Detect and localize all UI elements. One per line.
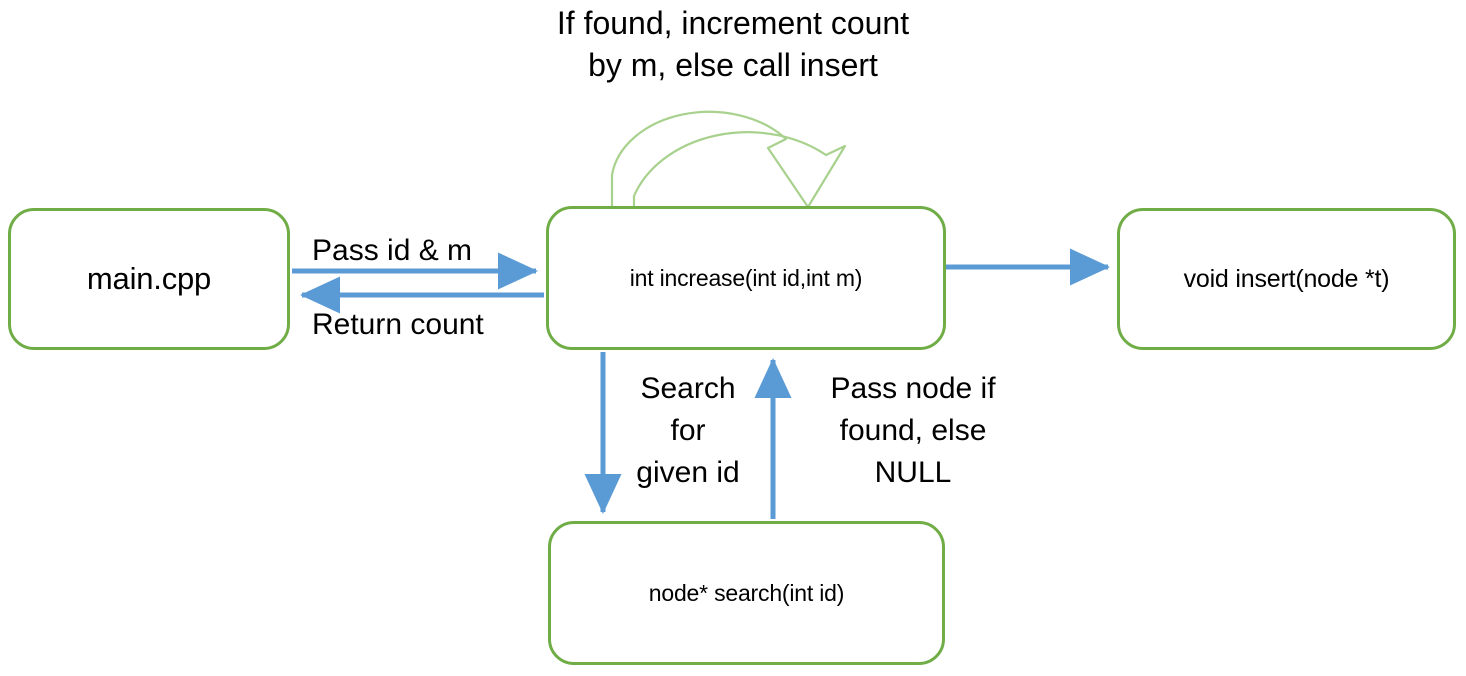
edge-label-pass-id-and-m: Pass id & m xyxy=(312,234,473,267)
node-node-search[interactable]: node* search(int id) xyxy=(548,521,945,665)
node-void-insert-label: void insert(node *t) xyxy=(1183,264,1390,293)
node-int-increase[interactable]: int increase(int id,int m) xyxy=(546,206,946,350)
node-node-search-label: node* search(int id) xyxy=(648,579,845,606)
self-loop-annotation: If found, increment count by m, else cal… xyxy=(556,5,910,83)
node-int-increase-label: int increase(int id,int m) xyxy=(629,264,863,291)
node-void-insert[interactable]: void insert(node *t) xyxy=(1117,208,1456,350)
edge-label-search-for-given-id: Search for given id xyxy=(636,372,740,489)
node-main-cpp-label: main.cpp xyxy=(86,261,212,297)
edge-label-pass-node-if-found: Pass node if found, else NULL xyxy=(830,372,996,489)
node-main-cpp[interactable]: main.cpp xyxy=(8,208,290,350)
edge-label-return-count: Return count xyxy=(312,308,484,341)
edge-increase-self-loop-arrow xyxy=(610,110,847,210)
